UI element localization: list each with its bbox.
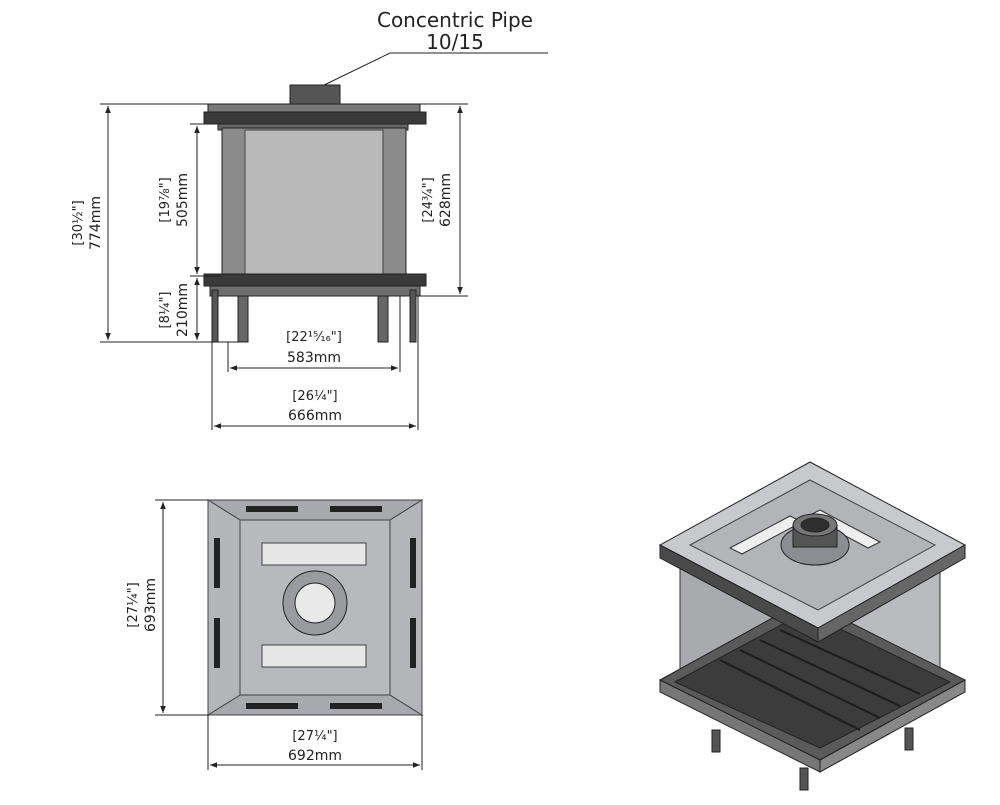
callout-title: Concentric Pipe [377, 8, 533, 32]
overall-height-mm: 774mm [88, 196, 104, 250]
inner-width-mm: 583mm [287, 350, 341, 366]
leg-height-mm: 210mm [175, 283, 191, 337]
glass-panel [244, 129, 384, 275]
glass-height-mm: 505mm [175, 173, 191, 227]
glass-height-inch: [19⅞"] [158, 177, 173, 222]
leg-right [377, 295, 389, 343]
front-view: [30½"] 774mm [19⅞"] 505mm [8¼"] 210mm [2… [71, 84, 468, 430]
leg-height-inch: [8¼"] [158, 292, 173, 329]
side-height-mm: 628mm [438, 173, 454, 227]
depth-inch: [27¼"] [126, 582, 141, 627]
depth-mm: 693mm [143, 578, 159, 632]
leg-left [237, 295, 249, 343]
outer-width-inch: [26¼"] [292, 389, 337, 404]
inner-width-inch: [22¹⁵⁄₁₆"] [286, 330, 342, 345]
side-height-inch: [24¾"] [421, 177, 436, 222]
flue-opening [294, 582, 336, 624]
callout-subtitle: 10/15 [426, 30, 484, 54]
width-inch: [27¼"] [292, 729, 337, 744]
overall-height-inch: [30½"] [71, 200, 86, 245]
top-view: [27¼"] 693mm [27¼"] 692mm [126, 499, 424, 770]
width-mm: 692mm [288, 748, 342, 764]
outer-width-mm: 666mm [288, 408, 342, 424]
isometric-view [658, 461, 967, 791]
concentric-pipe [289, 84, 341, 106]
concentric-pipe-callout: Concentric Pipe 10/15 [317, 8, 548, 89]
